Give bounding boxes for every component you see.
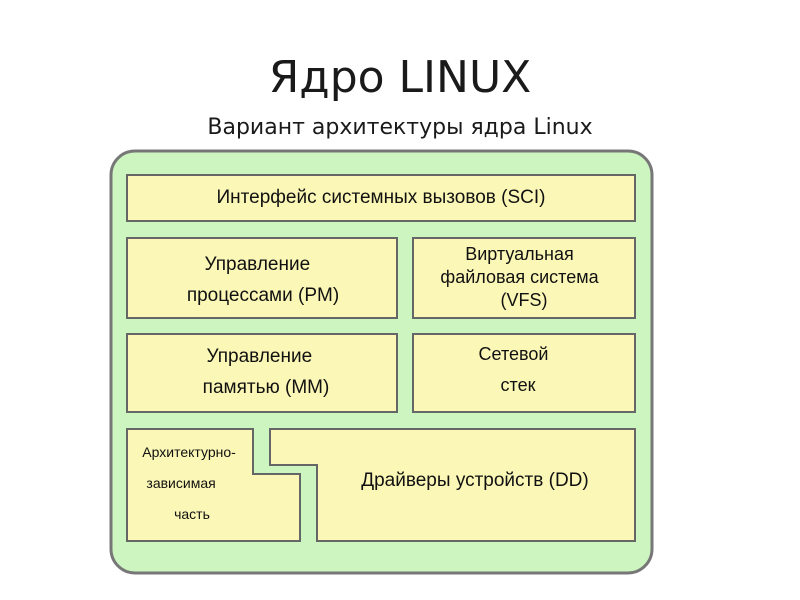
pm-block bbox=[126, 237, 398, 319]
pm-label: Управление процессами (PM) bbox=[187, 254, 339, 306]
pm-label-line: Управление bbox=[205, 254, 311, 275]
vfs-block bbox=[412, 237, 636, 319]
net-label-line: Сетевой bbox=[479, 344, 549, 364]
arch-label-line: часть bbox=[174, 506, 210, 522]
net-label-line: стек bbox=[501, 375, 536, 395]
vfs-label-line: Виртуальная bbox=[465, 244, 574, 264]
arch-label-line: зависимая bbox=[146, 475, 215, 491]
arch-label-line: Архитектурно- bbox=[142, 444, 236, 460]
dd-label: Драйверы устройств (DD) bbox=[361, 470, 588, 491]
mm-block bbox=[126, 333, 398, 413]
vfs-label: Виртуальная файловая система (VFS) bbox=[440, 244, 603, 310]
mm-label: Управление памятью (MM) bbox=[203, 346, 330, 398]
net-block bbox=[412, 333, 636, 413]
page-subtitle: Вариант архитектуры ядра Linux bbox=[207, 115, 593, 140]
vfs-label-line: (VFS) bbox=[501, 290, 548, 310]
arch-block bbox=[126, 428, 301, 542]
pm-label-line: процессами (PM) bbox=[187, 285, 339, 306]
sci-block bbox=[126, 174, 636, 222]
vfs-label-line: файловая система bbox=[440, 267, 599, 287]
page-title: Ядро LINUX bbox=[268, 52, 532, 103]
arch-label: Архитектурно- зависимая часть bbox=[142, 444, 239, 522]
dd-block bbox=[269, 428, 636, 542]
mm-label-line: памятью (MM) bbox=[203, 377, 330, 398]
dd-label-line: Драйверы устройств (DD) bbox=[361, 470, 588, 491]
sci-label-line: Интерфейс системных вызовов (SCI) bbox=[217, 187, 546, 208]
net-label: Сетевой стек bbox=[479, 344, 554, 395]
mm-label-line: Управление bbox=[207, 346, 313, 367]
sci-label: Интерфейс системных вызовов (SCI) bbox=[217, 187, 546, 208]
